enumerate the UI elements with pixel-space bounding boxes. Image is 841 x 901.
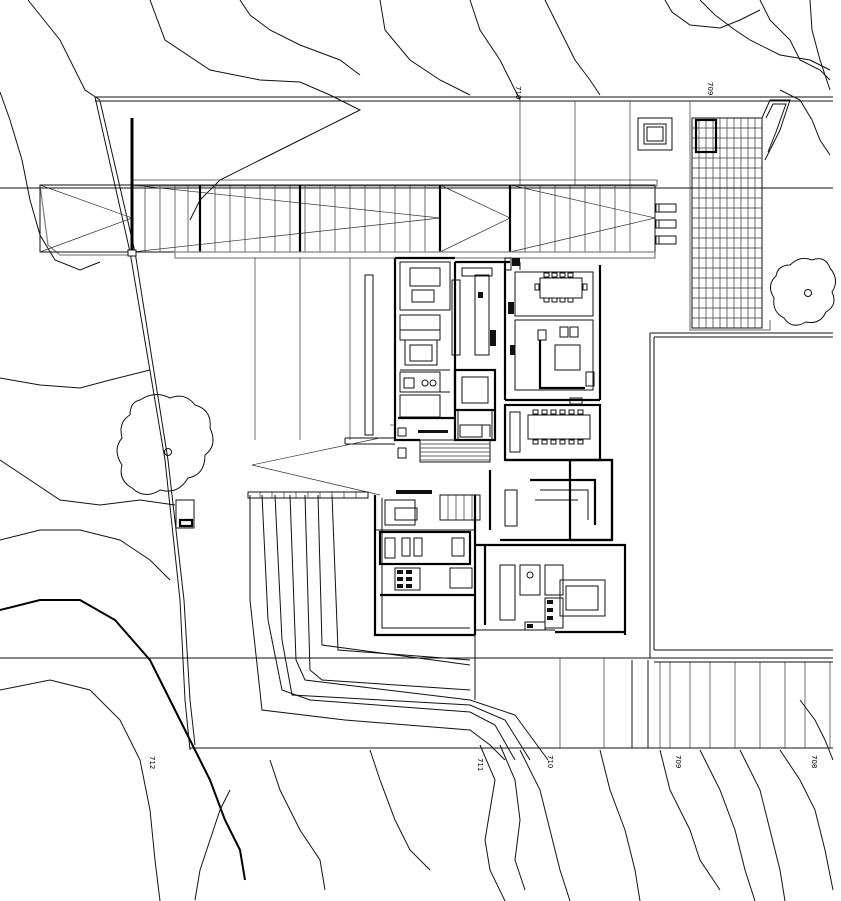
skylight-element — [637, 117, 673, 151]
right-platform — [559, 332, 833, 748]
label-bottom-712: 712 — [148, 756, 156, 769]
label-top-709: 709 — [706, 82, 714, 95]
terraced-contours — [249, 494, 549, 761]
house-plan — [175, 256, 627, 700]
elevation-labels: 710 709 712 711 710 709 708 — [148, 82, 818, 771]
grid-terrace — [689, 99, 791, 331]
label-bottom-708: 708 — [810, 755, 818, 768]
label-bottom-709: 709 — [674, 755, 682, 768]
label-bottom-711: 711 — [476, 758, 484, 771]
long-pool-deck — [39, 118, 658, 259]
label-bottom-710: 710 — [546, 755, 554, 768]
tree-right — [770, 257, 836, 326]
site-boundary — [0, 96, 833, 751]
label-top-710: 710 — [514, 86, 522, 99]
top-grid-lines — [254, 97, 691, 440]
sun-loungers — [655, 203, 677, 245]
tree-left — [116, 394, 214, 495]
